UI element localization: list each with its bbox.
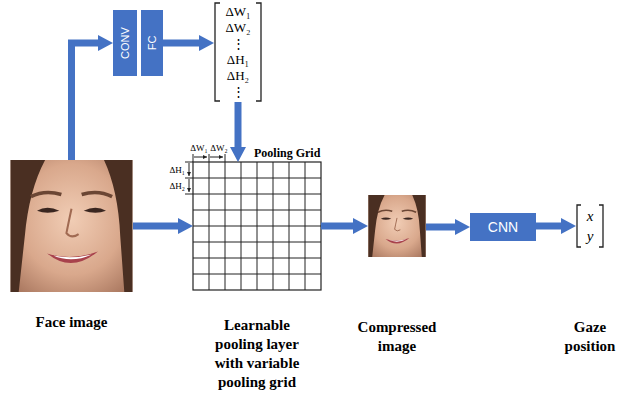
arrow-shaft	[536, 223, 564, 230]
vector-entry: ΔW₂	[214, 20, 262, 36]
flow-arrow	[536, 218, 576, 234]
flow-arrow	[163, 35, 214, 51]
vector-entry: ΔH₁	[214, 52, 262, 68]
arrow-head	[230, 147, 246, 162]
layer-caption: Learnable pooling layer with variable po…	[205, 316, 309, 392]
height-step-arrow	[189, 163, 190, 176]
layer-label: CONV	[119, 27, 132, 59]
arrow-shaft	[133, 223, 181, 230]
arrow-head	[178, 218, 193, 234]
grid-annotation: ΔW₁	[189, 143, 209, 153]
width-step-arrow	[210, 157, 223, 158]
flow-arrow	[230, 102, 246, 162]
output-component: x	[576, 206, 604, 226]
image-caption: Face image	[0, 313, 153, 332]
flow-arrow	[72, 35, 114, 160]
flow-arrow	[321, 218, 368, 234]
image-caption: Compressed image	[347, 318, 447, 356]
width-step-arrow	[194, 157, 207, 158]
flow-arrow	[133, 218, 193, 234]
arrow-shaft	[235, 102, 242, 150]
grid-lines	[193, 162, 321, 290]
arrow-shaft	[321, 223, 356, 230]
arrow-head	[561, 218, 576, 234]
flow-arrow	[426, 219, 470, 235]
layer-label: CNN	[470, 213, 536, 241]
vector-ellipsis: ⋮	[214, 36, 262, 52]
offset-vector: ΔW₁ΔW₂⋮ΔH₁ΔH₂⋮	[214, 2, 262, 102]
cnn-box: CNN	[470, 213, 536, 241]
conv-layer-box: CONV	[113, 10, 137, 76]
grid-annotation: ΔH₂	[165, 181, 185, 191]
gaze-output: xyGaze position	[576, 204, 604, 248]
grid-annotation: ΔW₂	[209, 143, 229, 153]
arrow-shaft	[72, 43, 102, 160]
output-caption: Gaze position	[555, 318, 625, 356]
fc-layer-box: FC	[141, 10, 163, 76]
face-image: Face image	[10, 160, 133, 292]
arrow-head	[199, 35, 214, 51]
vector-brackets	[577, 205, 603, 247]
arrow-head	[455, 219, 470, 235]
vector-ellipsis: ⋮	[214, 84, 262, 100]
grid-frame	[193, 162, 321, 290]
arrow-head	[353, 218, 368, 234]
grid-annotation: ΔH₁	[165, 165, 185, 175]
arrow-shaft	[426, 224, 458, 231]
height-step-arrow	[189, 179, 190, 192]
grid-title: Pooling Grid	[254, 146, 320, 160]
face-photo	[11, 160, 133, 292]
pooling-grid: Pooling GridΔW₁ΔW₂ΔH₁ΔH₂Learnable poolin…	[193, 162, 321, 290]
compressed-image: Compressed image	[368, 195, 426, 257]
compressed-photo	[368, 195, 425, 257]
vector-entry: ΔH₂	[214, 68, 262, 84]
output-component: y	[576, 226, 604, 246]
vector-entry: ΔW₁	[214, 4, 262, 20]
arrow-shaft	[163, 40, 202, 47]
arrow-head	[98, 35, 113, 51]
layer-label: FC	[146, 36, 159, 51]
vector-brackets	[215, 3, 261, 101]
grid-ticks	[185, 154, 225, 194]
